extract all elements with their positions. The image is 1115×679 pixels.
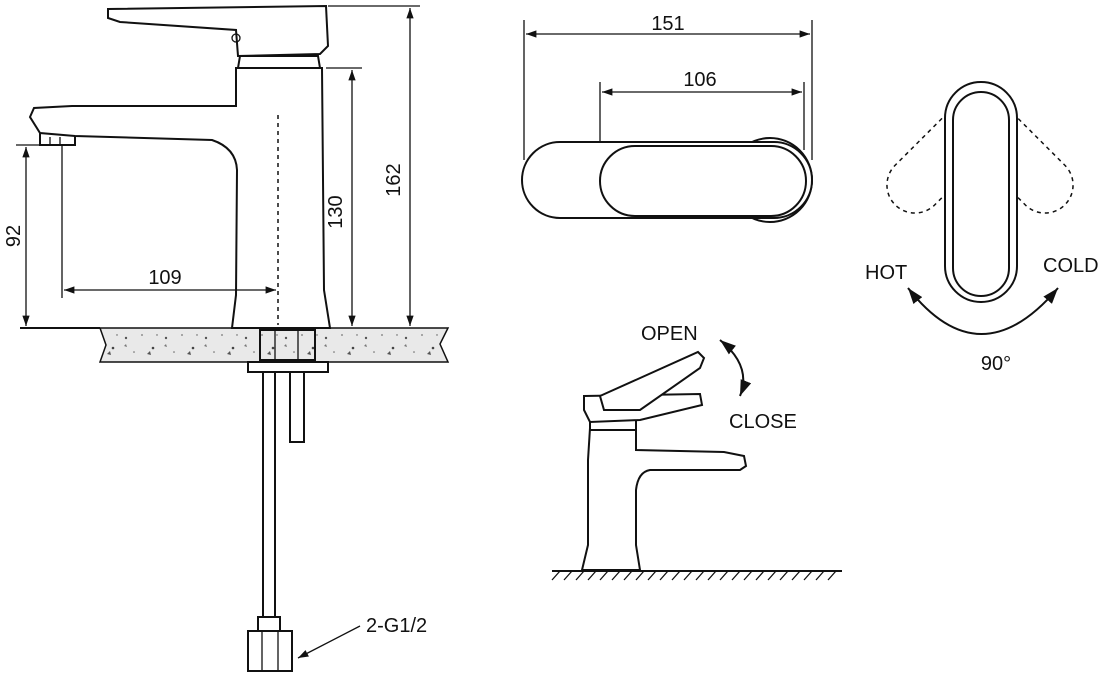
close-label: CLOSE bbox=[729, 411, 797, 433]
dim-body-height: 130 bbox=[325, 195, 347, 228]
handle-lever-top bbox=[521, 141, 813, 219]
connector-label: 2-G1/2 bbox=[366, 615, 427, 637]
dim-handle-grip: 106 bbox=[683, 69, 716, 91]
hot-label: HOT bbox=[865, 262, 907, 284]
open-label: OPEN bbox=[641, 323, 698, 345]
dim-spout-height: 92 bbox=[3, 225, 25, 247]
rotation-view bbox=[886, 81, 1074, 335]
dim-spout-reach: 109 bbox=[148, 267, 181, 289]
open-close-view bbox=[551, 339, 842, 581]
dim-total-height: 162 bbox=[383, 163, 405, 196]
faucet-body bbox=[28, 67, 332, 329]
handle-lever-side bbox=[107, 4, 330, 58]
rotation-angle-label: 90° bbox=[981, 353, 1011, 375]
cold-label: COLD bbox=[1043, 255, 1099, 277]
countertop bbox=[98, 327, 450, 363]
side-view bbox=[16, 4, 450, 672]
dim-handle-length: 151 bbox=[651, 13, 684, 35]
top-view bbox=[521, 20, 813, 223]
